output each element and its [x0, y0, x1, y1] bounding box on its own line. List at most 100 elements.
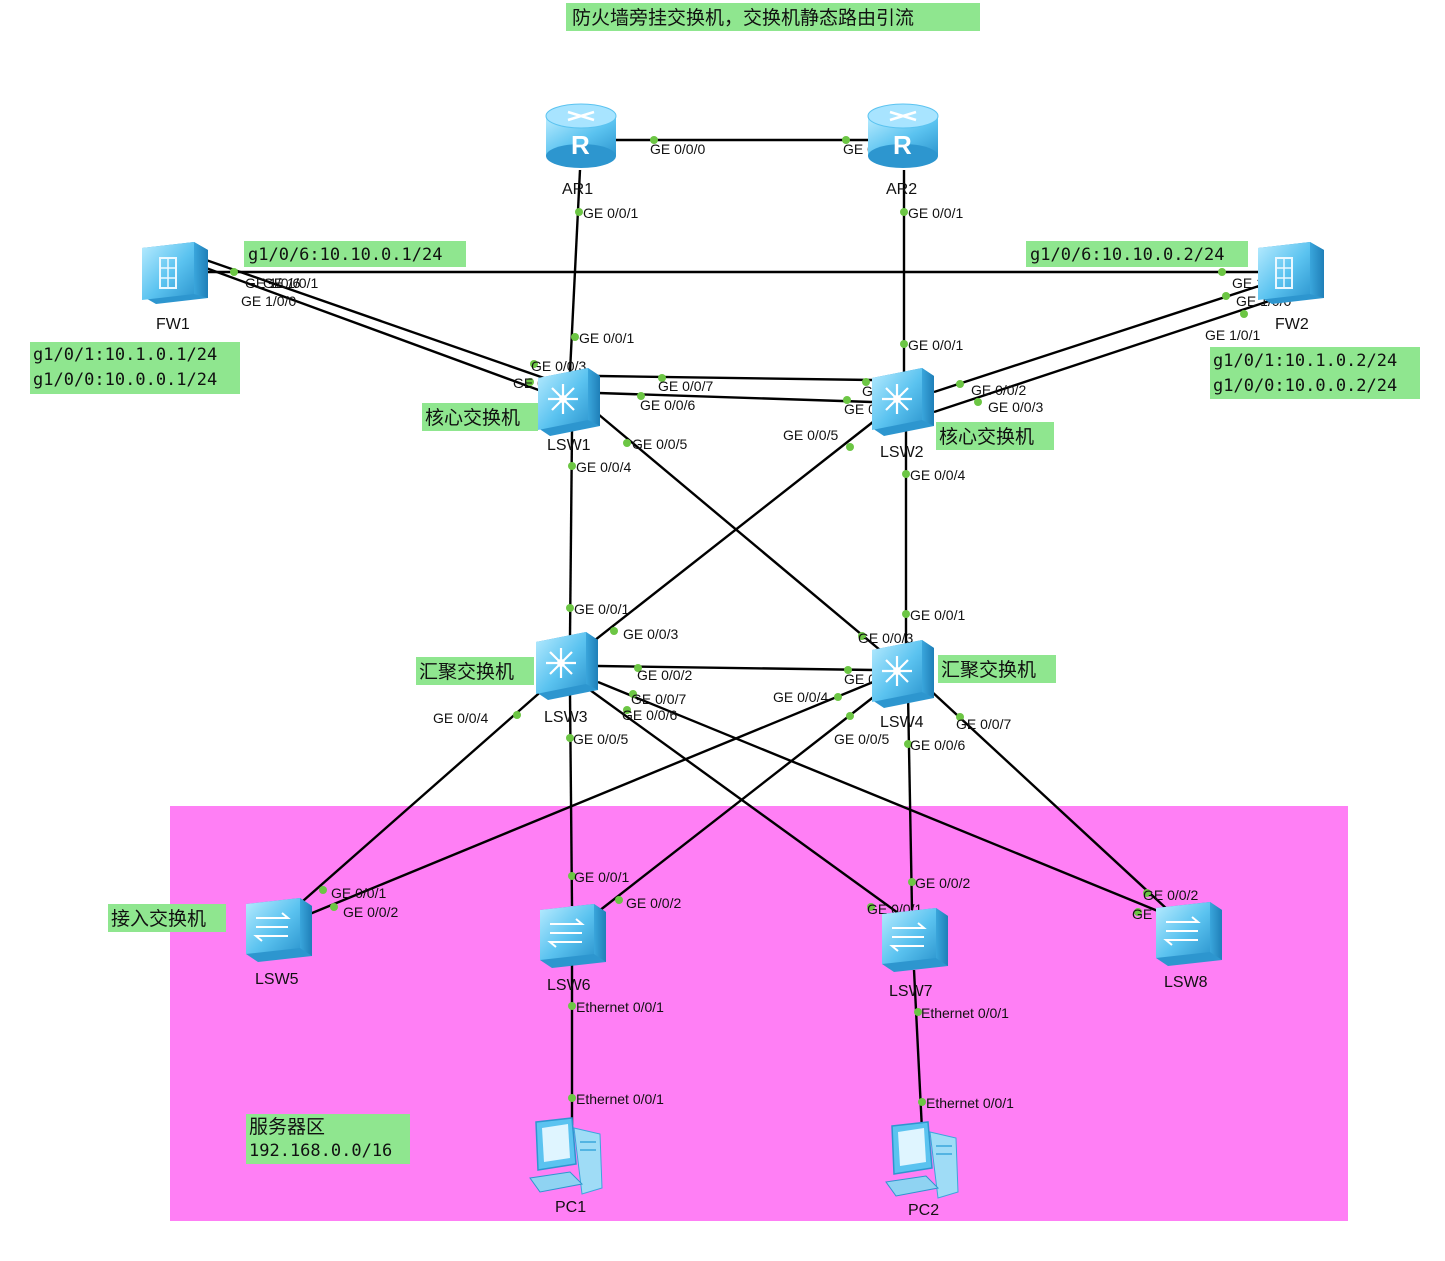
svg-text:R: R	[571, 130, 590, 160]
link-fw1-lsw1-b	[205, 266, 545, 394]
port-dot	[650, 136, 658, 144]
port-dot	[623, 706, 631, 714]
firewall-fw1[interactable]: FW1	[142, 242, 208, 333]
device-label: LSW1	[547, 437, 591, 454]
router-ar1[interactable]: R AR1	[545, 103, 617, 198]
port-dot	[1143, 889, 1151, 897]
note-text: g1/0/6:10.10.0.1/24	[248, 245, 442, 265]
port-label: GE 0/0/1	[583, 205, 638, 221]
port-label: GE 0/0/6	[622, 707, 677, 723]
port-dot	[566, 604, 574, 612]
port-dot	[914, 1008, 922, 1016]
port-label: GE 0/0/1	[908, 337, 963, 353]
port-label: GE 0/0/6	[640, 397, 695, 413]
link-lsw3-lsw5	[294, 687, 546, 909]
link-lsw3-lsw7	[589, 689, 906, 919]
switch-lsw2[interactable]: LSW2	[872, 368, 934, 461]
device-label: LSW4	[880, 714, 924, 731]
port-label: GE 0/0/3	[858, 630, 913, 646]
device-label: LSW2	[880, 444, 924, 461]
port-label: GE 0/0/5	[573, 731, 628, 747]
switch-lsw1[interactable]: LSW1	[538, 368, 600, 454]
link-lsw4-lsw6	[589, 687, 886, 919]
switch-lsw8[interactable]: LSW8	[1156, 902, 1222, 991]
note-core-switch-2: 核心交换机	[936, 422, 1054, 450]
switch-lsw4[interactable]: LSW4	[872, 640, 934, 731]
port-dot	[571, 333, 579, 341]
router-ar2[interactable]: R AR2	[867, 103, 939, 198]
port-dot	[862, 378, 870, 386]
switch-lsw5[interactable]: LSW5	[246, 898, 312, 988]
port-dot	[902, 470, 910, 478]
switch-lsw6[interactable]: LSW6	[540, 904, 606, 994]
link-lsw1-lsw2-a	[597, 374, 873, 382]
link-lsw4-lsw8	[929, 689, 1169, 911]
router-icon: R	[545, 103, 617, 168]
switch-lsw3[interactable]: LSW3	[536, 632, 598, 726]
port-dot	[846, 443, 854, 451]
svg-text:R: R	[893, 130, 912, 160]
links	[205, 138, 1273, 1131]
note-text: 核心交换机	[939, 426, 1034, 448]
device-label: LSW3	[544, 709, 588, 726]
port-label: GE 1/0/0	[241, 293, 296, 309]
port-label: GE 0/0/7	[658, 378, 713, 394]
port-dot	[834, 693, 842, 701]
access-switch-icon	[1156, 902, 1222, 966]
core-switch-icon	[872, 368, 934, 436]
pc-pc1[interactable]: PC1	[529, 1117, 603, 1216]
port-dot	[634, 664, 642, 672]
access-switch-icon	[246, 898, 312, 962]
port-dot	[844, 666, 852, 674]
note-agg-switch-2: 汇聚交换机	[938, 655, 1056, 683]
device-label: AR1	[562, 181, 593, 198]
port-dot	[900, 208, 908, 216]
note-fw2-ips: g1/0/1:10.1.0.2/24 g1/0/0:10.0.0.2/24	[1210, 347, 1420, 399]
port-label: GE 0/0/5	[834, 731, 889, 747]
note-text: g1/0/1:10.1.0.1/24	[33, 345, 217, 365]
port-dot	[568, 1002, 576, 1010]
port-label: GE 0/0/1	[579, 330, 634, 346]
port-label: Ethernet 0/0/1	[921, 1005, 1009, 1021]
port-dot	[1218, 268, 1226, 276]
access-switch-icon	[882, 908, 948, 972]
firewall-icon	[142, 242, 208, 304]
link-lsw4-lsw5	[299, 678, 879, 920]
port-dot	[918, 1098, 926, 1106]
port-label: Ethernet 0/0/1	[926, 1095, 1014, 1111]
port-label: GE 0/0/7	[631, 691, 686, 707]
port-dot	[904, 740, 912, 748]
port-dot	[330, 903, 338, 911]
port-dot	[1222, 292, 1230, 300]
note-text: g1/0/0:10.0.0.2/24	[1213, 376, 1397, 396]
port-dot	[1134, 908, 1142, 916]
switch-lsw7[interactable]: LSW7	[882, 908, 948, 1000]
port-label: GE 0/0/2	[637, 667, 692, 683]
port-label: GE 0/0/2	[1143, 887, 1198, 903]
firewall-fw2[interactable]: FW2	[1258, 242, 1324, 333]
link-lsw4-lsw7	[906, 693, 914, 911]
note-fw1-ips: g1/0/1:10.1.0.1/24 g1/0/0:10.0.0.1/24	[30, 342, 240, 394]
port-dot	[974, 398, 982, 406]
port-dot	[610, 627, 618, 635]
port-label: GE 0/0/3	[988, 399, 1043, 415]
pc-icon	[885, 1121, 959, 1199]
port-dot	[658, 374, 666, 382]
pc-icon	[529, 1117, 603, 1195]
port-label: GE 0/0/2	[343, 904, 398, 920]
device-label: LSW8	[1164, 974, 1208, 991]
firewall-icon	[1258, 242, 1324, 304]
pc-pc2[interactable]: PC2	[885, 1121, 959, 1219]
port-dots	[230, 136, 1248, 1106]
port-label: GE 0/0/4	[433, 710, 488, 726]
port-label: GE 0/0/4	[773, 689, 828, 705]
note-access-switch: 接入交换机	[108, 904, 226, 932]
port-dot	[956, 380, 964, 388]
port-dot	[867, 903, 875, 911]
port-dot	[846, 712, 854, 720]
note-text: 汇聚交换机	[941, 659, 1036, 681]
port-dot	[566, 734, 574, 742]
core-switch-icon	[872, 640, 934, 708]
router-icon: R	[867, 103, 939, 168]
